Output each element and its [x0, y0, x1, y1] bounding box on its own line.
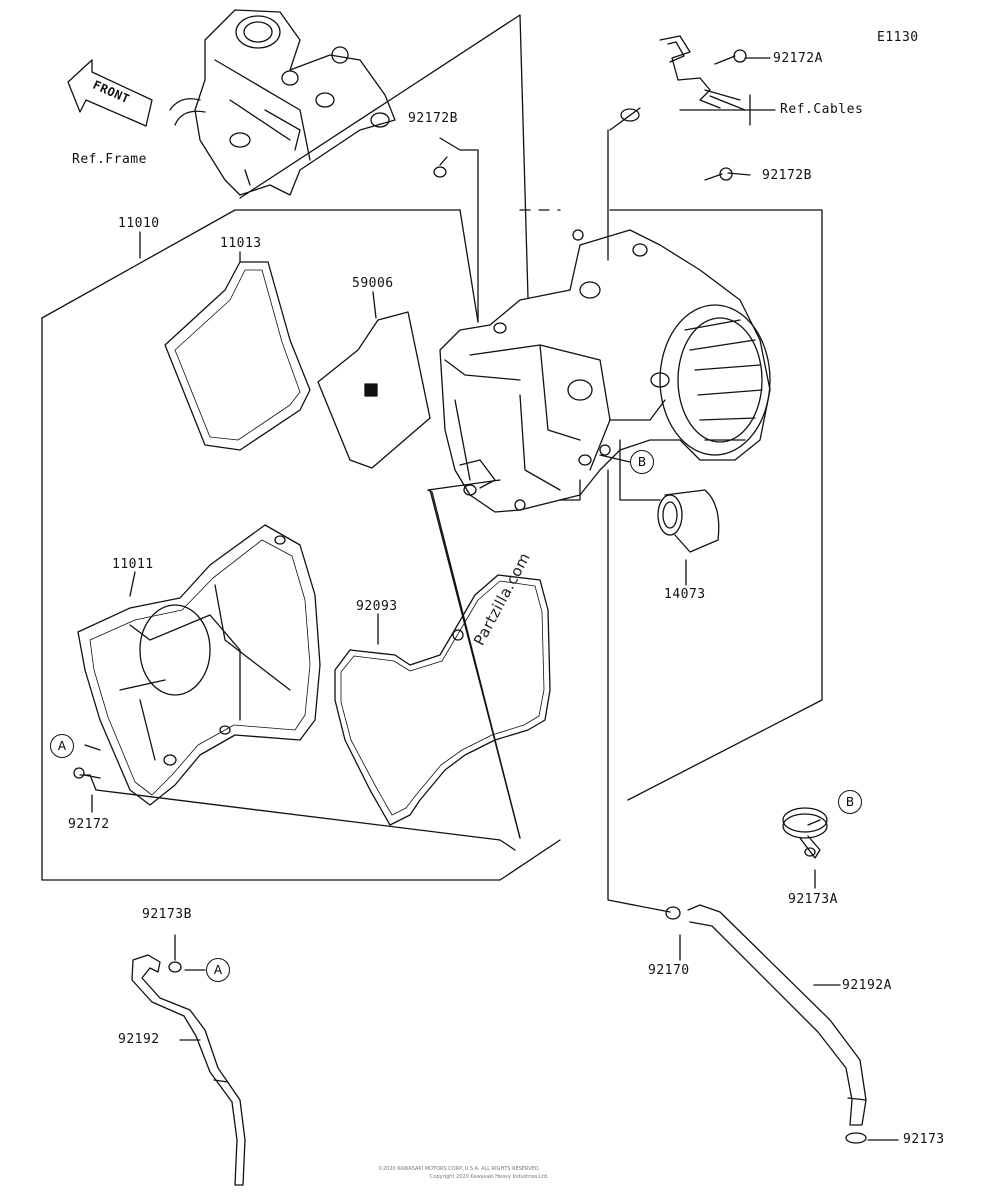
callout-a-upper: A: [50, 734, 74, 758]
footer-line-1: ©2020 KAWASAKI MOTORS CORP.,U.S.A. ALL R…: [378, 1166, 541, 1172]
part-92192A[interactable]: 92192A: [842, 978, 892, 993]
part-92173B[interactable]: 92173B: [142, 907, 192, 922]
front-arrow-drawing: [67, 59, 153, 127]
part-92173[interactable]: 92173: [903, 1132, 945, 1147]
part-92192[interactable]: 92192: [118, 1032, 160, 1047]
sheet-drawing: [317, 311, 431, 469]
footer-line-2: Copyright 2020 Kawasaki Heavy Industries…: [430, 1174, 549, 1180]
part-92093[interactable]: 92093: [356, 599, 398, 614]
cover-drawing: [77, 524, 321, 806]
hose-left-drawing: [131, 954, 246, 1186]
callout-b-clamp: B: [838, 790, 862, 814]
part-92172B-right[interactable]: 92172B: [762, 168, 812, 183]
air-filter-drawing: [164, 261, 311, 451]
part-14073[interactable]: 14073: [664, 587, 706, 602]
part-59006[interactable]: 59006: [352, 276, 394, 291]
part-11011[interactable]: 11011: [112, 557, 154, 572]
cap-drawing: [657, 489, 720, 553]
part-11010[interactable]: 11010: [118, 216, 160, 231]
hose-right-drawing: [665, 904, 867, 1144]
ref-frame[interactable]: Ref.Frame: [72, 152, 147, 167]
callout-b-housing: B: [630, 450, 654, 474]
part-92173A[interactable]: 92173A: [788, 892, 838, 907]
part-11013[interactable]: 11013: [220, 236, 262, 251]
gasket-drawing: [334, 574, 551, 826]
part-92170[interactable]: 92170: [648, 963, 690, 978]
housing-drawing: [439, 229, 771, 513]
frame-bracket-drawing: [169, 9, 396, 196]
diagram-code: E1130: [877, 30, 919, 45]
ref-cables[interactable]: Ref.Cables: [780, 102, 864, 117]
clamp-drawing: [782, 807, 828, 859]
part-92172B-left[interactable]: 92172B: [408, 111, 458, 126]
part-92172[interactable]: 92172: [68, 817, 110, 832]
callout-a-hose: A: [206, 958, 230, 982]
part-92172A[interactable]: 92172A: [773, 51, 823, 66]
